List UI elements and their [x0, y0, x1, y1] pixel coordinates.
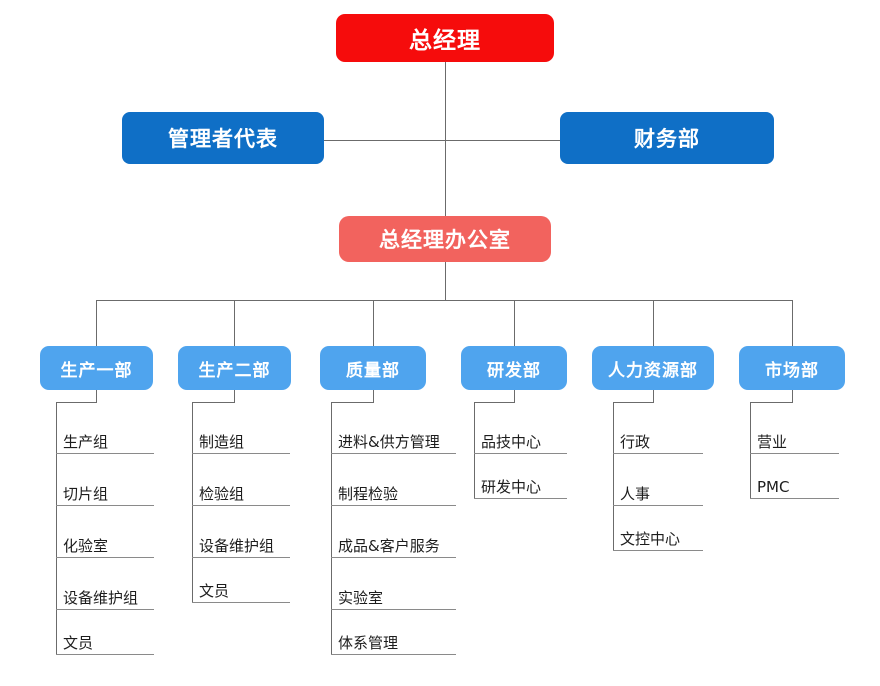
node-department-quality[interactable]: 质量部 — [320, 346, 426, 390]
connector-department-bus — [96, 300, 793, 301]
leaf-trunk-5 — [613, 402, 614, 551]
connector-dept-5-stem — [653, 390, 654, 402]
connector-dept-3-tie — [331, 402, 374, 403]
connector-drop-dept-3 — [373, 300, 374, 346]
leaf-item[interactable]: 生产组 — [56, 402, 154, 454]
leaf-item-label: 文控中心 — [620, 529, 681, 548]
leaf-item[interactable]: 检验组 — [192, 454, 290, 506]
leaf-trunk-1 — [56, 402, 57, 654]
node-department-hr[interactable]: 人力资源部 — [592, 346, 714, 390]
node-department-marketing[interactable]: 市场部 — [739, 346, 845, 390]
leaf-item-label: 设备维护组 — [63, 588, 139, 607]
node-gm-office-label: 总经理办公室 — [379, 229, 511, 252]
connector-drop-dept-4 — [514, 300, 515, 346]
leaf-item-label: 行政 — [620, 432, 651, 451]
leaf-item[interactable]: 成品&客户服务 — [331, 506, 456, 558]
leaf-item-label: PMC — [757, 477, 790, 496]
leaf-trunk-3 — [331, 402, 332, 654]
node-root-ceo-label: 总经理 — [409, 27, 481, 53]
connector-dept-2-stem — [234, 390, 235, 402]
leaf-item[interactable]: PMC — [750, 454, 839, 499]
leaf-item-label: 进料&供方管理 — [338, 432, 440, 451]
leaf-item[interactable]: 营业 — [750, 402, 839, 454]
node-department-production-1-label: 生产一部 — [60, 360, 133, 380]
node-finance-department-label: 财务部 — [634, 128, 700, 151]
leaf-item-label: 切片组 — [63, 484, 109, 503]
node-department-production-2-label: 生产二部 — [198, 360, 271, 380]
leaf-item[interactable]: 文员 — [56, 610, 154, 655]
connector-dept-1-stem — [96, 390, 97, 402]
connector-ceo-trunk — [445, 62, 446, 216]
node-department-rnd[interactable]: 研发部 — [461, 346, 567, 390]
node-department-hr-label: 人力资源部 — [608, 360, 698, 380]
leaf-item[interactable]: 制造组 — [192, 402, 290, 454]
leaf-item-label: 生产组 — [63, 432, 109, 451]
leaf-item-label: 实验室 — [338, 588, 384, 607]
leaf-trunk-6 — [750, 402, 751, 499]
leaf-item[interactable]: 化验室 — [56, 506, 154, 558]
connector-dept-1-tie — [56, 402, 97, 403]
leaf-item-label: 制造组 — [199, 432, 245, 451]
connector-dept-5-tie — [613, 402, 654, 403]
node-department-rnd-label: 研发部 — [487, 360, 541, 380]
leaf-item[interactable]: 体系管理 — [331, 610, 456, 655]
leaf-item-label: 文员 — [63, 633, 94, 652]
leaf-item-label: 人事 — [620, 484, 651, 503]
leaf-item-label: 制程检验 — [338, 484, 399, 503]
connector-dept-2-tie — [192, 402, 235, 403]
leaf-item[interactable]: 切片组 — [56, 454, 154, 506]
node-department-marketing-label: 市场部 — [765, 360, 819, 380]
leaf-item-label: 品技中心 — [481, 432, 542, 451]
node-finance-department[interactable]: 财务部 — [560, 112, 774, 164]
node-gm-office[interactable]: 总经理办公室 — [339, 216, 551, 262]
connector-level2-bus — [324, 140, 560, 141]
leaf-item[interactable]: 设备维护组 — [56, 558, 154, 610]
leaf-item[interactable]: 制程检验 — [331, 454, 456, 506]
leaf-item-label: 体系管理 — [338, 633, 399, 652]
leaf-item-label: 化验室 — [63, 536, 109, 555]
node-department-quality-label: 质量部 — [346, 360, 400, 380]
leaf-item[interactable]: 文控中心 — [613, 506, 703, 551]
connector-dept-6-tie — [750, 402, 793, 403]
leaf-item[interactable]: 品技中心 — [474, 402, 567, 454]
connector-drop-dept-2 — [234, 300, 235, 346]
leaf-item-label: 文员 — [199, 581, 230, 600]
leaf-item-label: 研发中心 — [481, 477, 542, 496]
node-department-production-1[interactable]: 生产一部 — [40, 346, 153, 390]
leaf-item[interactable]: 人事 — [613, 454, 703, 506]
leaf-item[interactable]: 进料&供方管理 — [331, 402, 456, 454]
connector-drop-dept-5 — [653, 300, 654, 346]
node-root-ceo[interactable]: 总经理 — [336, 14, 554, 62]
connector-dept-3-stem — [373, 390, 374, 402]
connector-drop-dept-6 — [792, 300, 793, 346]
connector-dept-6-stem — [792, 390, 793, 402]
leaf-item-label: 检验组 — [199, 484, 245, 503]
leaf-item-label: 成品&客户服务 — [338, 536, 440, 555]
node-management-representative-label: 管理者代表 — [168, 128, 278, 151]
node-department-production-2[interactable]: 生产二部 — [178, 346, 291, 390]
leaf-item-label: 营业 — [757, 432, 788, 451]
leaf-trunk-2 — [192, 402, 193, 602]
leaf-item[interactable]: 行政 — [613, 402, 703, 454]
node-management-representative[interactable]: 管理者代表 — [122, 112, 324, 164]
leaf-item[interactable]: 实验室 — [331, 558, 456, 610]
connector-office-trunk — [445, 262, 446, 301]
leaf-item[interactable]: 设备维护组 — [192, 506, 290, 558]
connector-drop-dept-1 — [96, 300, 97, 346]
leaf-item[interactable]: 文员 — [192, 558, 290, 603]
leaf-trunk-4 — [474, 402, 475, 499]
leaf-item-label: 设备维护组 — [199, 536, 275, 555]
connector-dept-4-stem — [514, 390, 515, 402]
leaf-item[interactable]: 研发中心 — [474, 454, 567, 499]
connector-dept-4-tie — [474, 402, 515, 403]
